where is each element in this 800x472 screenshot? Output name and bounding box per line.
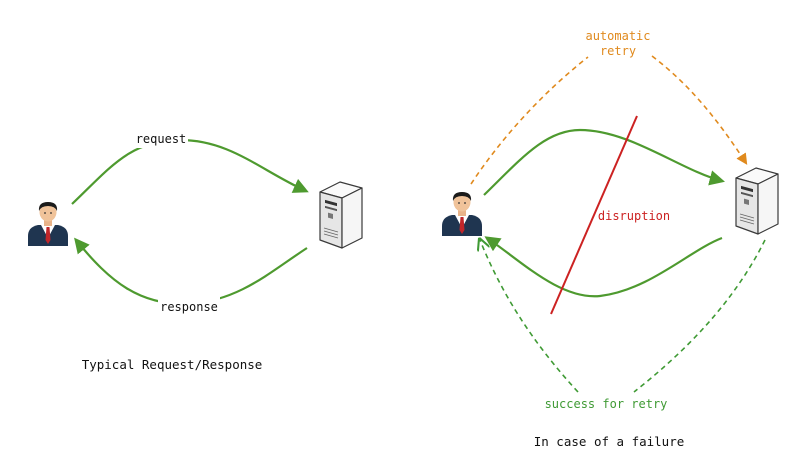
response-arrow [484, 236, 723, 298]
client-user-icon [442, 192, 482, 236]
success-label: success for retry [545, 397, 668, 411]
automatic-retry-label-line1: automatic [585, 29, 650, 43]
success-arrow-down [633, 239, 766, 393]
retry-arrow-down [651, 55, 748, 165]
disruption-line [550, 115, 638, 315]
left-diagram: request response Typical Request/Respons… [28, 130, 363, 372]
automatic-retry-label-line2: retry [600, 44, 636, 58]
right-caption: In case of a failure [534, 434, 685, 449]
left-caption: Typical Request/Response [82, 357, 263, 372]
success-arrow-up [480, 240, 579, 393]
right-diagram: automatic retry disruption success for r… [442, 29, 779, 449]
server-icon [319, 181, 363, 249]
request-label: request [136, 132, 187, 146]
response-label: response [160, 300, 218, 314]
request-arrow [483, 128, 725, 196]
retry-arrow-up [470, 56, 589, 185]
disruption-label: disruption [598, 209, 670, 223]
server-icon [735, 167, 779, 235]
client-user-icon [28, 202, 68, 246]
response-arrow [74, 237, 308, 306]
request-arrow [71, 138, 309, 205]
